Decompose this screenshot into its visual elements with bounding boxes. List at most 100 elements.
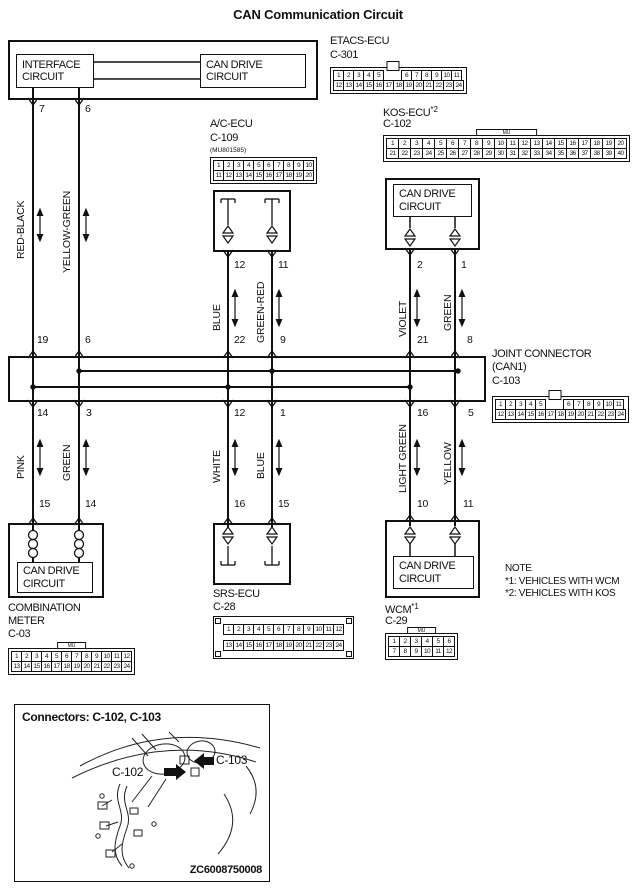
can-drive-label: CAN DRIVE CIRCUIT [399,560,456,585]
wire-color-label: BLUE [211,304,223,331]
srs-name: SRS-ECU [213,588,260,600]
connector-pin-cell: 40 [614,148,627,159]
terminator-and-arrow-symbols [27,97,466,566]
etacs-can-drive-box: CAN DRIVE CIRCUIT [200,54,306,88]
c102-arrow-icon [164,764,186,780]
figure-code: ZC6008750008 [189,864,263,876]
pin-label: 15 [278,498,290,510]
connector-corner-latch [346,618,352,624]
connector-key-tag: MU [406,627,437,634]
pin-label: 12 [234,407,246,419]
pin-label: 21 [417,334,429,346]
ac-name: A/C-ECU [210,118,253,130]
connector-pin-cell: 24 [333,640,344,651]
can-drive-label: CAN DRIVE CIRCUIT [206,58,263,84]
srs-ecu-box [213,523,291,585]
joint-connector-name: JOINT CONNECTOR [492,348,592,360]
combination-meter-box [8,523,104,598]
wire-color-label: YELLOW [442,442,454,485]
kos-can-drive-box: CAN DRIVE CIRCUIT [393,184,472,217]
ac-ecu-box [213,190,291,252]
figure-label-c103: C-103 [216,753,248,767]
figure-label-c102: C-102 [112,765,144,779]
pin-label: 10 [417,498,429,510]
component-internal-leads [409,216,456,556]
kos-name: KOS-ECU*2 [383,105,438,119]
pin-label: 16 [234,498,246,510]
wire-color-label: GREEN [442,294,454,331]
wire-color-label: YELLOW-GREEN [61,190,73,273]
pin-label: 5 [468,407,474,419]
pin-label: 3 [86,407,92,419]
pin-label: 12 [234,259,246,271]
pin-label: 15 [39,498,51,510]
pin-label: 11 [278,259,289,271]
pin-label: 8 [467,334,473,346]
interface-circuit-label: INTERFACE CIRCUIT [22,58,81,84]
connector-corner-latch [215,618,221,624]
connector-pin-cell: 20 [303,170,314,181]
connector-index-tab [386,61,399,71]
note-title: NOTE [505,563,532,574]
etacs-name: ETACS-ECU [330,35,390,47]
kos-connector-id: C-102 [383,118,411,130]
pin-label: 2 [417,259,423,271]
pin-label: 6 [85,103,91,115]
wire-color-label: GREEN-RED [255,281,267,343]
pin-label: 16 [417,407,429,419]
wire-color-label: BLUE [255,452,267,479]
pin-label: 9 [280,334,286,346]
pin-label: 19 [37,334,49,346]
pin-label: 1 [461,259,467,271]
pin-label: 7 [39,103,45,115]
connector-location-figure-box [14,704,270,882]
wire-color-label: WHITE [211,450,223,483]
wcm-name: WCM*1 [385,602,419,616]
wire-color-label: LIGHT GREEN [397,424,409,493]
note-item: *1: VEHICLES WITH WCM [505,576,620,587]
figure-pointer-arrows [164,753,214,780]
connector-pin-cell: 24 [615,409,626,420]
c103-arrow-icon [194,753,214,769]
page-title: CAN Communication Circuit [233,7,403,22]
connector-index-tab [548,390,561,400]
connector-corner-latch [215,651,221,657]
wire-color-label: VIOLET [397,300,409,337]
wcm-note-ref: *1 [411,602,419,611]
pin-label: 11 [463,498,474,510]
wire-color-label: PINK [15,455,27,479]
connector-corner-latch [346,651,352,657]
can-drive-label: CAN DRIVE CIRCUIT [399,188,456,213]
kos-ecu-box [385,178,480,250]
ac-part-number: (MU801585) [210,147,247,154]
srs-connector-id: C-28 [213,601,236,613]
connector-pin-cell: 24 [121,661,132,672]
wcm-box [385,520,480,598]
wire-color-label: GREEN [61,444,73,481]
combination-meter-connector-id: C-03 [8,628,31,640]
connector-pin-cell: 12 [333,624,344,635]
connector-pin-cell: 24 [453,80,464,91]
joint-connector-id: C-103 [492,375,520,387]
connector-key-tag: MU [475,129,538,136]
joint-connector-box [8,356,486,402]
wcm-connector-id: C-29 [385,615,408,627]
pin-label: 14 [37,407,49,419]
wcm-can-drive-box: CAN DRIVE CIRCUIT [393,556,474,589]
harness-illustration [71,731,261,869]
ac-connector-id: C-109 [210,132,238,144]
pin-label: 1 [280,407,286,419]
pin-label: 22 [234,334,246,346]
pin-label: 14 [85,498,97,510]
interface-circuit-box: INTERFACE CIRCUIT [16,54,94,88]
note-item: *2: VEHICLES WITH KOS [505,588,616,599]
pin-label: 6 [85,334,91,346]
